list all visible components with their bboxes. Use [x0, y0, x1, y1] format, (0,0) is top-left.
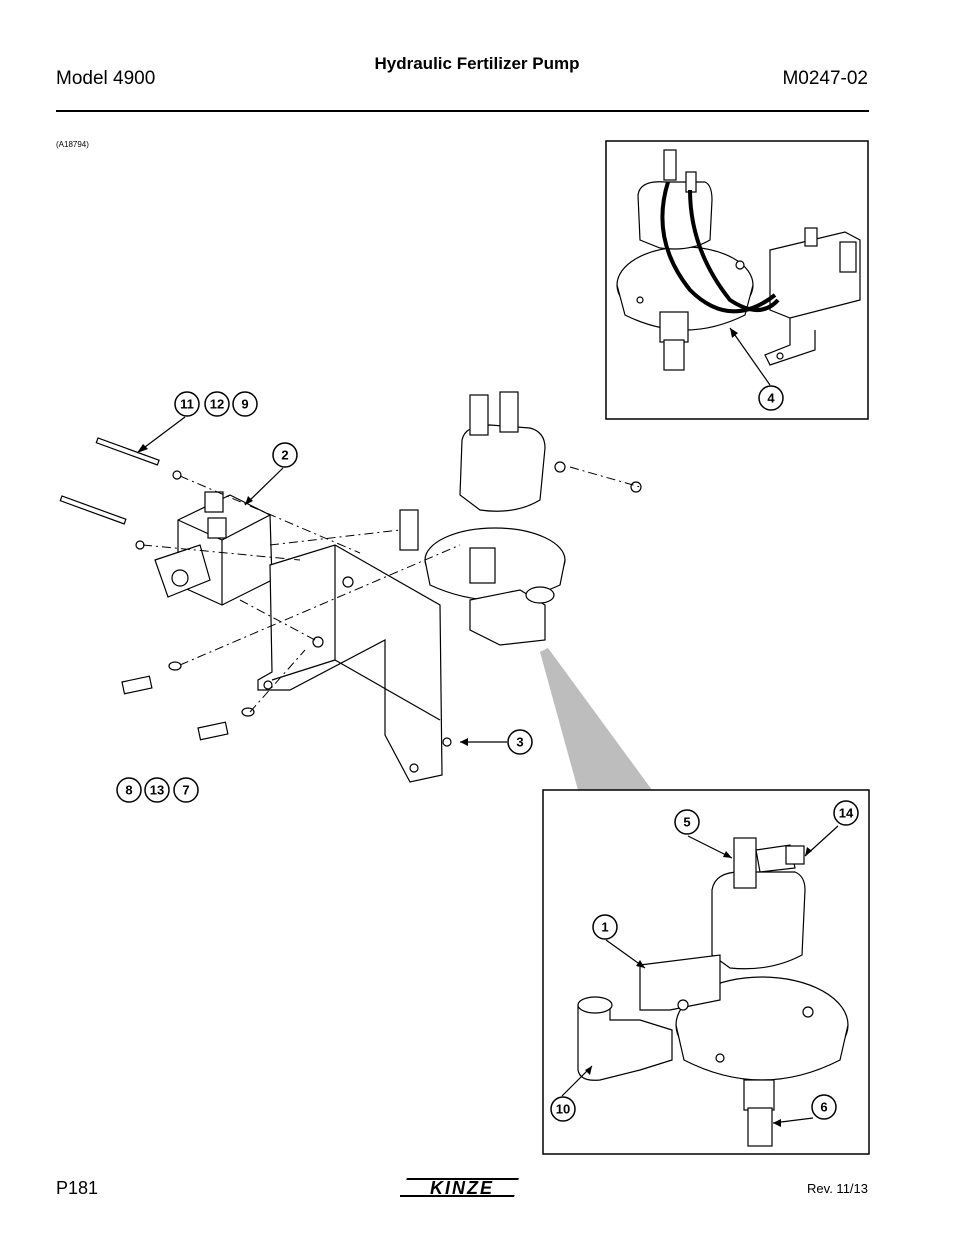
- callout-1: 1: [601, 920, 608, 935]
- callout-2: 2: [281, 448, 288, 463]
- callout-circle-7: [173, 777, 199, 803]
- callout-circle-3: [507, 729, 533, 755]
- callout-11: 11: [180, 397, 194, 412]
- callout-circle-11: [174, 391, 200, 417]
- page-number: P181: [56, 1178, 99, 1198]
- inset-bottom-drawing: [577, 837, 849, 1147]
- revision-label: Rev. 11/13: [807, 1181, 868, 1196]
- callout-10: 10: [556, 1102, 570, 1117]
- callout-12: 12: [210, 397, 224, 412]
- callout-circle-9: [232, 391, 258, 417]
- callout-3: 3: [516, 735, 523, 750]
- callout-13: 13: [150, 783, 164, 798]
- callout-circle-1: [592, 914, 618, 940]
- callout-circle-10: [550, 1096, 576, 1122]
- callout-14: 14: [839, 806, 854, 821]
- page-title: Hydraulic Fertilizer Pump: [374, 54, 580, 73]
- callout-9: 9: [241, 397, 248, 412]
- callout-6: 6: [820, 1100, 827, 1115]
- callout-circle-8: [116, 777, 142, 803]
- callout-circle-2: [272, 442, 298, 468]
- callout-circle-6: [811, 1094, 837, 1120]
- model-label: Model 4900: [56, 68, 156, 89]
- callout-7: 7: [182, 783, 189, 798]
- leader-arrowheads: [137, 328, 812, 1127]
- kinze-logo: KINZE: [400, 1178, 519, 1198]
- hydraulic-hoses: [660, 181, 780, 314]
- callout-4: 4: [767, 391, 775, 406]
- header-rule: [56, 110, 869, 112]
- figure-reference: (A18794): [56, 140, 89, 149]
- magnify-wedge: [540, 648, 652, 790]
- callout-circle-5: [674, 809, 700, 835]
- callout-circle-14: [833, 800, 859, 826]
- logo-text: KINZE: [430, 1178, 494, 1198]
- callout-circle-12: [204, 391, 230, 417]
- callout-circle-4: [758, 385, 784, 411]
- callout-circle-13: [144, 777, 170, 803]
- assembly-centerlines: [142, 466, 641, 713]
- main-exploded-view: [59, 391, 642, 783]
- document-number: M0247-02: [782, 68, 868, 89]
- callout-8: 8: [125, 783, 132, 798]
- callout-5: 5: [683, 815, 690, 830]
